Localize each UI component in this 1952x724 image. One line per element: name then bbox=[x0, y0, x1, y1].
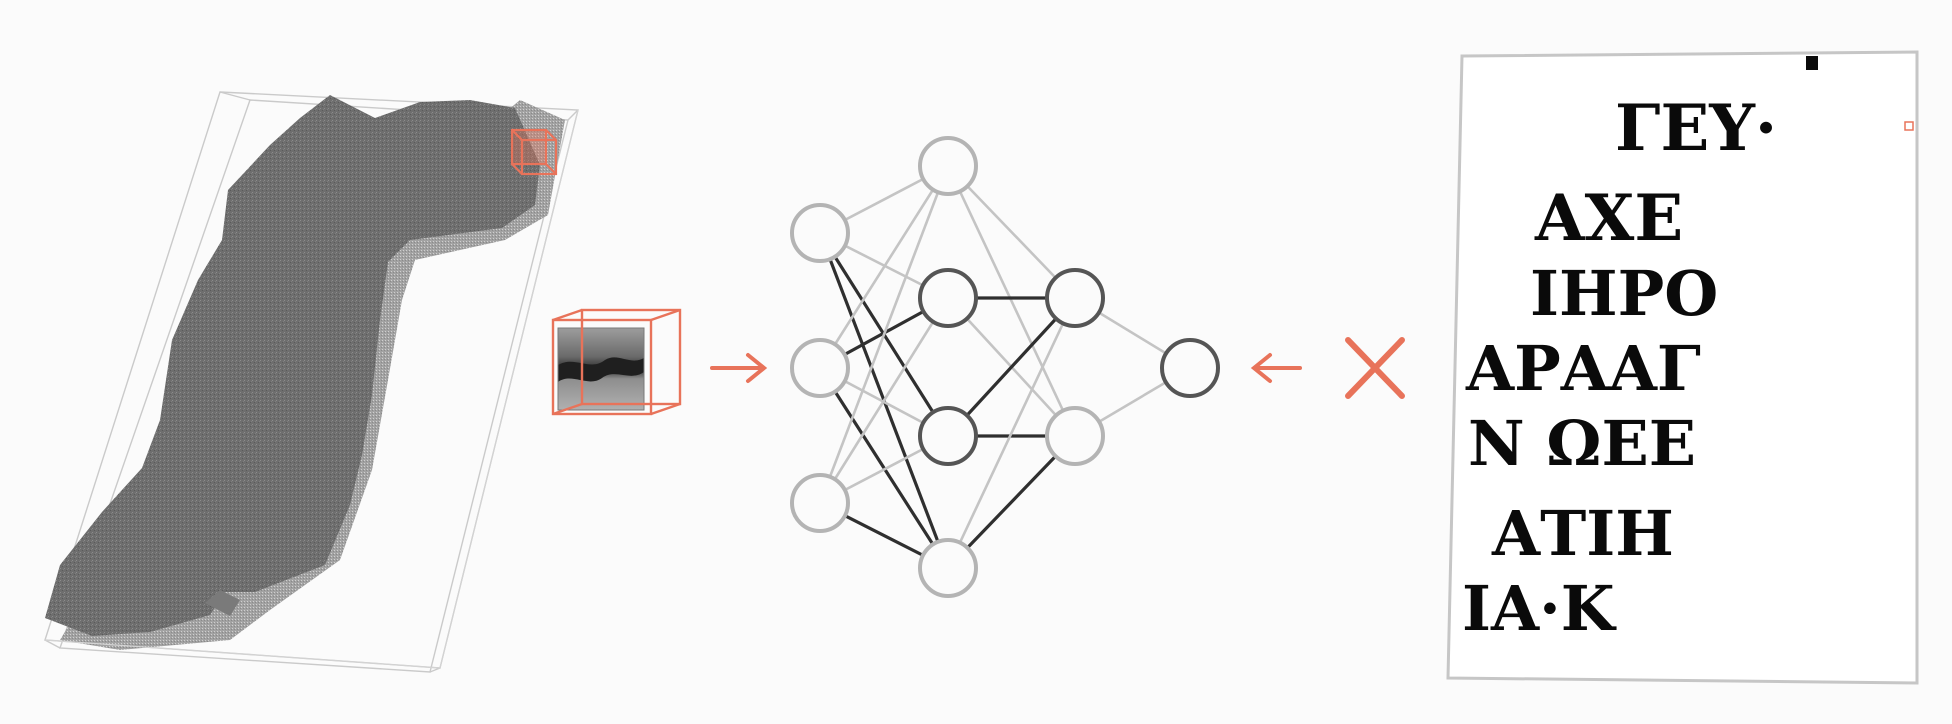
network-connection bbox=[818, 165, 950, 369]
network-node bbox=[1045, 268, 1105, 328]
network-connection bbox=[946, 434, 1077, 570]
label-page-border bbox=[1446, 50, 1919, 685]
network-node bbox=[790, 203, 850, 263]
ink-glyph-lines: ΓΕΥ· ΑΧΕ ΙΗΡΟ ΑΡΑΑΓ Ν ΩΕΕ ΑΤΙΗ ΙΑ·Κ bbox=[1462, 56, 1818, 645]
ink-line-6: ΑΤΙΗ bbox=[1491, 497, 1674, 570]
ink-line-7: ΙΑ·Κ bbox=[1462, 572, 1617, 645]
network-connection bbox=[818, 297, 950, 504]
fragment-surface bbox=[45, 95, 540, 636]
network-node bbox=[918, 268, 978, 328]
neural-network bbox=[790, 136, 1220, 598]
network-node bbox=[790, 473, 850, 533]
network-connection bbox=[818, 367, 950, 569]
network-node bbox=[918, 406, 978, 466]
ink-fleck bbox=[1806, 56, 1818, 70]
ink-line-5: Ν ΩΕΕ bbox=[1468, 407, 1696, 480]
network-connections bbox=[818, 164, 1191, 570]
ink-line-2: ΑΧΕ bbox=[1534, 181, 1683, 256]
left-arrow-icon bbox=[1250, 353, 1302, 383]
network-node bbox=[918, 538, 978, 598]
network-node bbox=[918, 136, 978, 196]
ink-label-page: ΓΕΥ· ΑΧΕ ΙΗΡΟ ΑΡΑΑΓ Ν ΩΕΕ ΑΤΙΗ ΙΑ·Κ bbox=[1446, 50, 1919, 685]
network-connection bbox=[946, 297, 1077, 569]
network-node bbox=[1160, 338, 1220, 398]
network-node bbox=[790, 338, 850, 398]
network-connection bbox=[946, 165, 1077, 437]
network-connection bbox=[947, 165, 1076, 299]
ink-line-3: ΙΗΡΟ bbox=[1530, 257, 1718, 330]
network-nodes bbox=[790, 136, 1220, 598]
input-subvolume-cube bbox=[551, 308, 682, 416]
label-sample-marker bbox=[1904, 121, 1914, 131]
x-cross-icon bbox=[1345, 337, 1405, 399]
network-connection bbox=[946, 296, 1077, 438]
ink-line-1: ΓΕΥ· bbox=[1615, 91, 1777, 166]
right-arrow-icon bbox=[710, 353, 768, 383]
network-connection bbox=[818, 165, 950, 504]
scroll-fragment-volume bbox=[44, 91, 579, 673]
ink-line-4: ΑΡΑΑΓ bbox=[1465, 332, 1701, 405]
sample-cube-marker bbox=[510, 128, 558, 176]
network-node bbox=[1045, 406, 1105, 466]
